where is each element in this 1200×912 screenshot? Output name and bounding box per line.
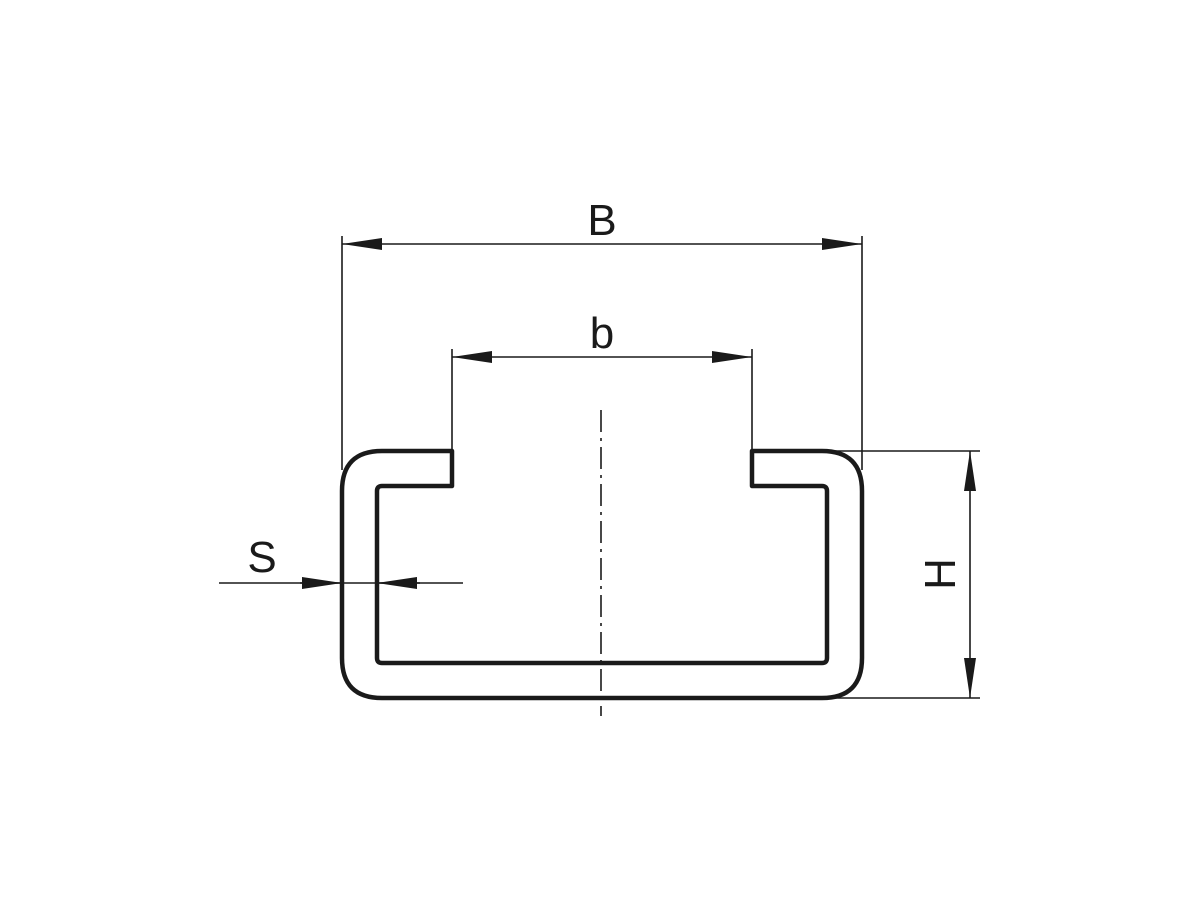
label-outer-width: B xyxy=(587,196,616,245)
label-thickness: S xyxy=(247,533,276,582)
profile-outline xyxy=(339,448,865,701)
extension-lines xyxy=(341,236,980,699)
profile-section xyxy=(339,448,865,701)
label-height: H xyxy=(916,558,965,590)
label-slot-width: b xyxy=(590,309,614,358)
